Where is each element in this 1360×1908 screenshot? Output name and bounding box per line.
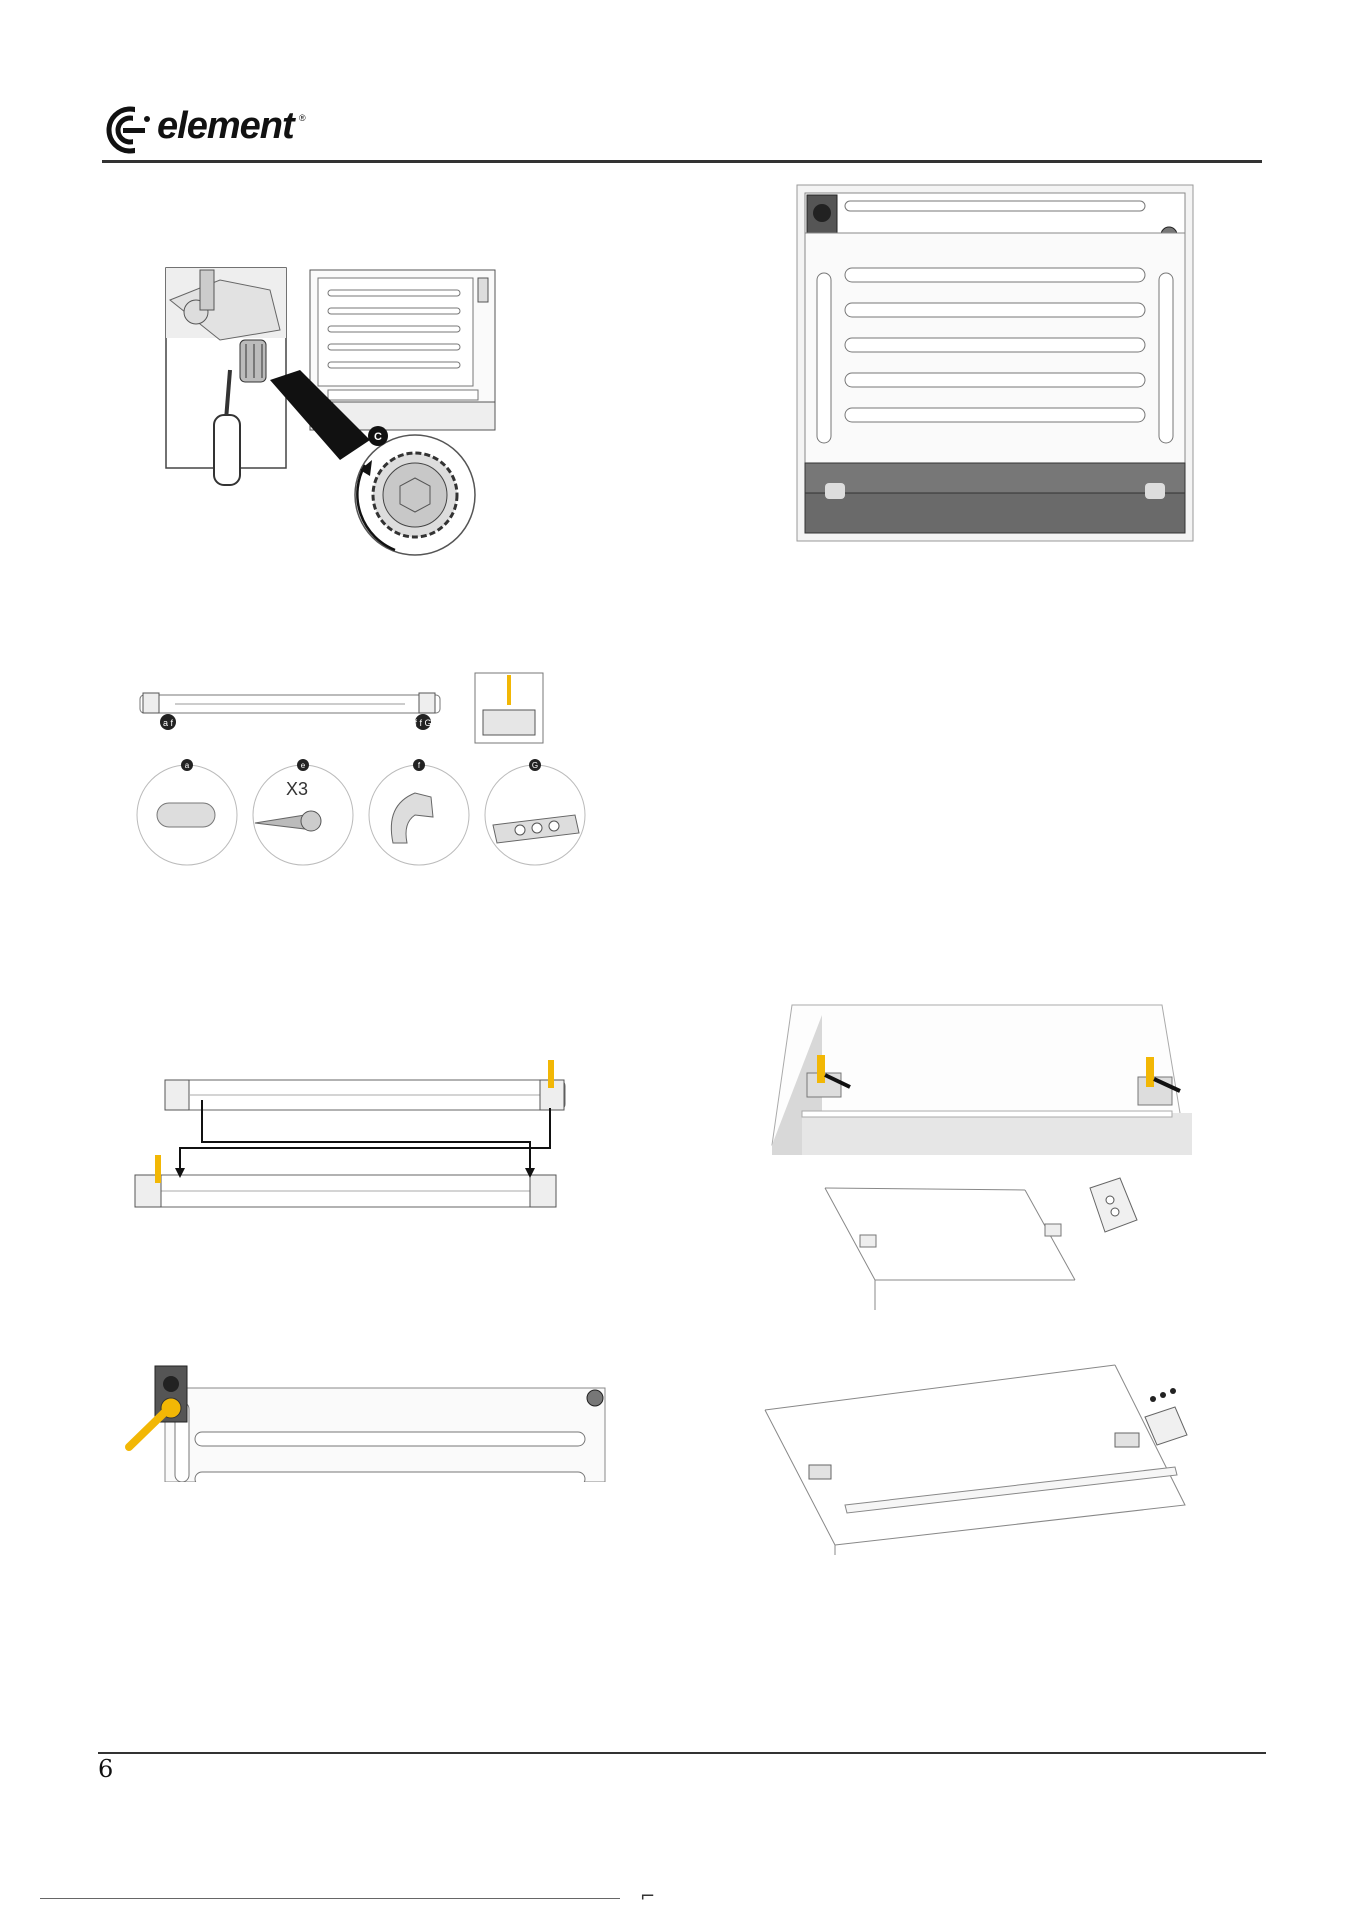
bottom-edge-rule — [40, 1898, 620, 1899]
figure-hinge-placement — [815, 1160, 1155, 1310]
header: element ® — [105, 103, 405, 159]
figure-hinge-cover-removal: C — [160, 260, 560, 570]
part-e-qty: X3 — [286, 779, 308, 799]
element-logo-icon — [105, 105, 155, 155]
part-g-label: G — [532, 761, 538, 770]
bottom-mark: ⌐ — [640, 1886, 655, 1907]
left-part-marker: a f — [163, 718, 174, 728]
brand-trademark: ® — [299, 113, 306, 123]
footer-rule — [98, 1752, 1266, 1754]
figure-top-screws — [762, 995, 1192, 1155]
part-a-label: a — [185, 761, 190, 770]
figure-top-bracket — [125, 1352, 615, 1482]
figure-top-view-rear — [795, 183, 1195, 543]
figure-parts-list: a f f f G a X3 e f G — [135, 665, 595, 880]
header-rule — [102, 160, 1262, 163]
figure-hinge-screw-detail — [755, 1355, 1195, 1555]
figure-hinge-swap — [130, 1050, 590, 1225]
page-number: 6 — [98, 1755, 113, 1783]
brand-name: element — [157, 105, 294, 148]
right-part-marker: f f G — [414, 718, 431, 728]
part-e-label: e — [301, 761, 306, 770]
knob-callout-label: C — [374, 431, 382, 443]
